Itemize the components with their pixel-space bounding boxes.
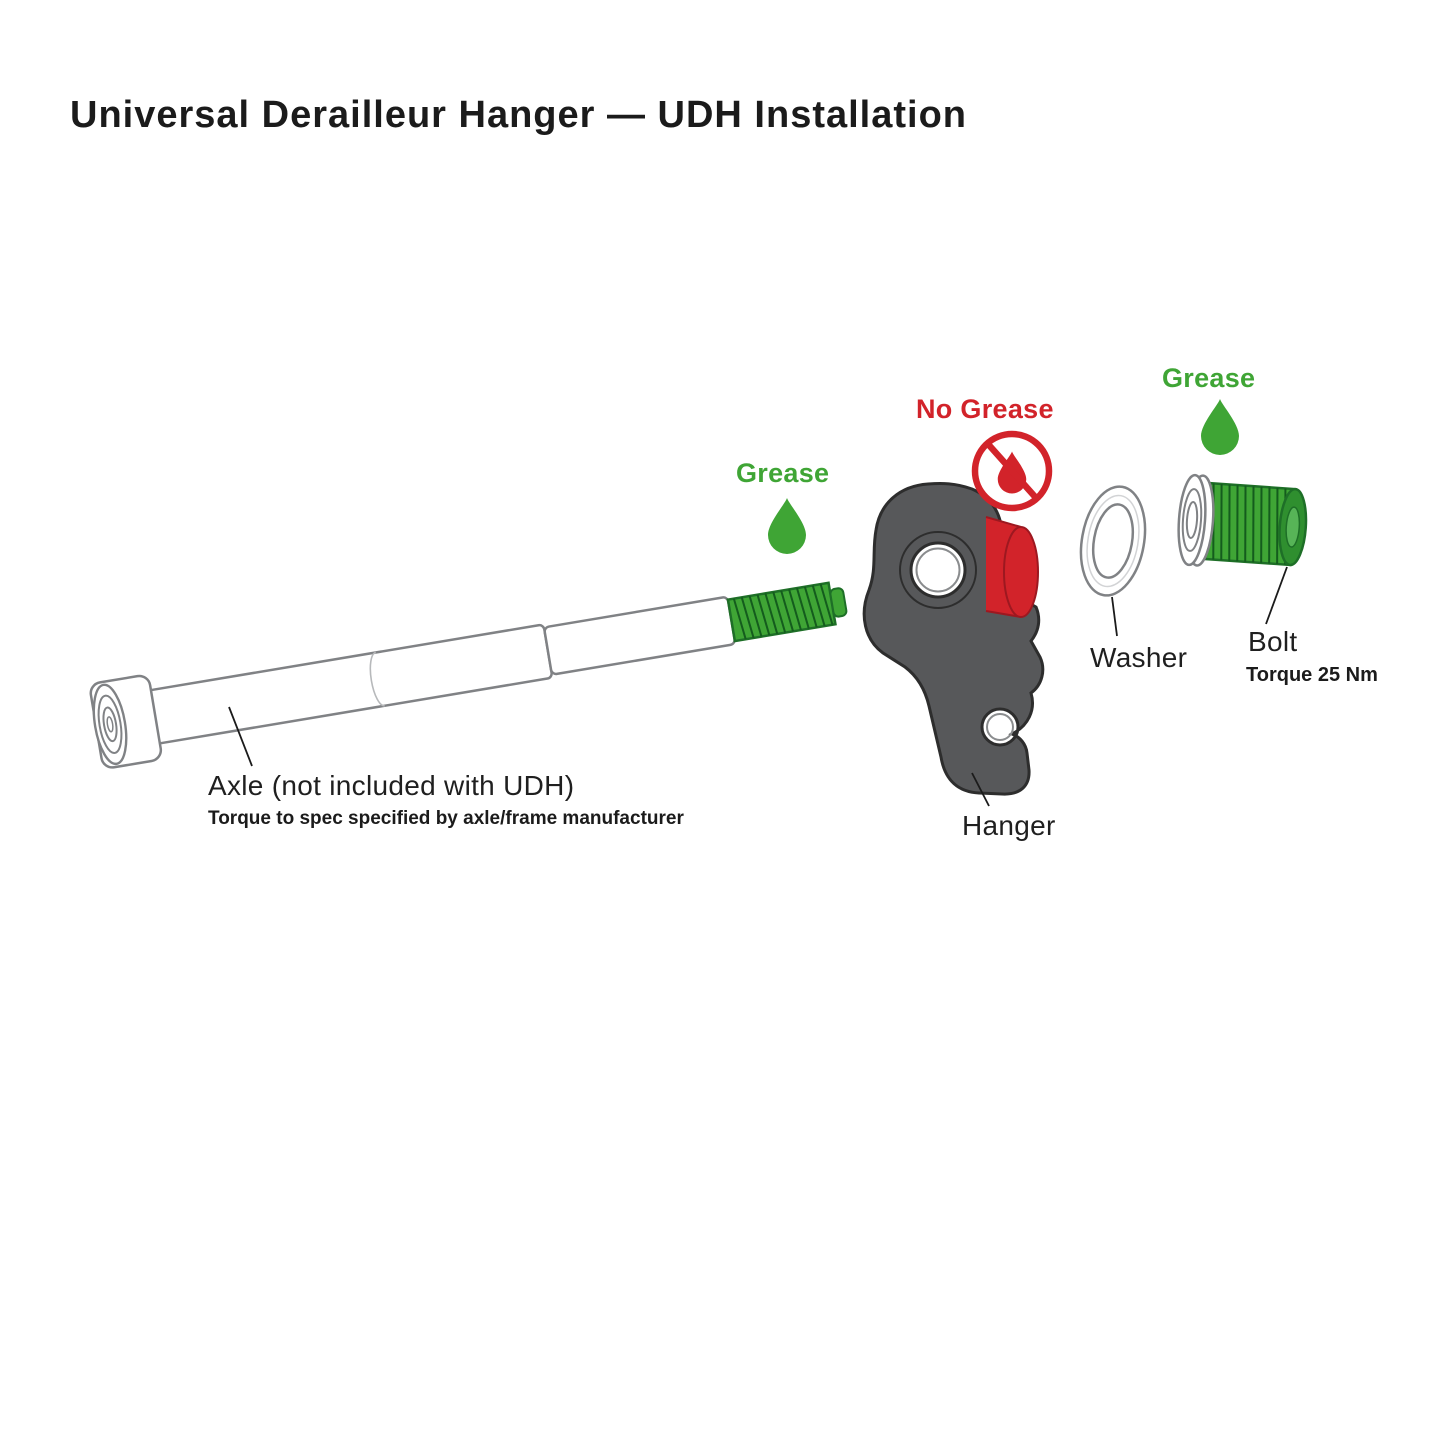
- no-grease-callout: No Grease: [916, 394, 1054, 424]
- grease-callout-left: Grease: [736, 458, 830, 488]
- grease-droplet-icon-right: [1201, 399, 1239, 455]
- axle-label: Axle (not included with UDH): [208, 770, 575, 801]
- washer-label: Washer: [1090, 642, 1188, 673]
- axle-drawing: [89, 581, 848, 769]
- bolt-note: Torque 25 Nm: [1246, 664, 1378, 686]
- no-grease-droplet-icon: [971, 430, 1053, 512]
- bolt-threads: [1200, 481, 1308, 567]
- axle-note: Torque to spec specified by axle/frame m…: [208, 808, 684, 829]
- bolt-flange: [1177, 473, 1215, 567]
- hanger-label: Hanger: [962, 810, 1056, 841]
- axle-threads: [726, 581, 848, 643]
- hanger-leader-line: [971, 772, 990, 807]
- axle-leader-line: [228, 706, 253, 767]
- washer-drawing: [1079, 485, 1147, 597]
- bolt-drawing: [1177, 473, 1308, 567]
- leader-lines: [228, 566, 1288, 807]
- bolt-leader-line: [1265, 566, 1288, 625]
- bolt-label: Bolt: [1248, 626, 1298, 657]
- page-title: Universal Derailleur Hanger — UDH Instal…: [70, 94, 968, 136]
- grease-callout-right: Grease: [1162, 363, 1256, 393]
- no-grease-boss: [985, 516, 1039, 618]
- hanger-drawing: [862, 482, 1045, 796]
- grease-droplet-icon-left: [768, 498, 806, 554]
- washer-leader-line: [1111, 596, 1118, 637]
